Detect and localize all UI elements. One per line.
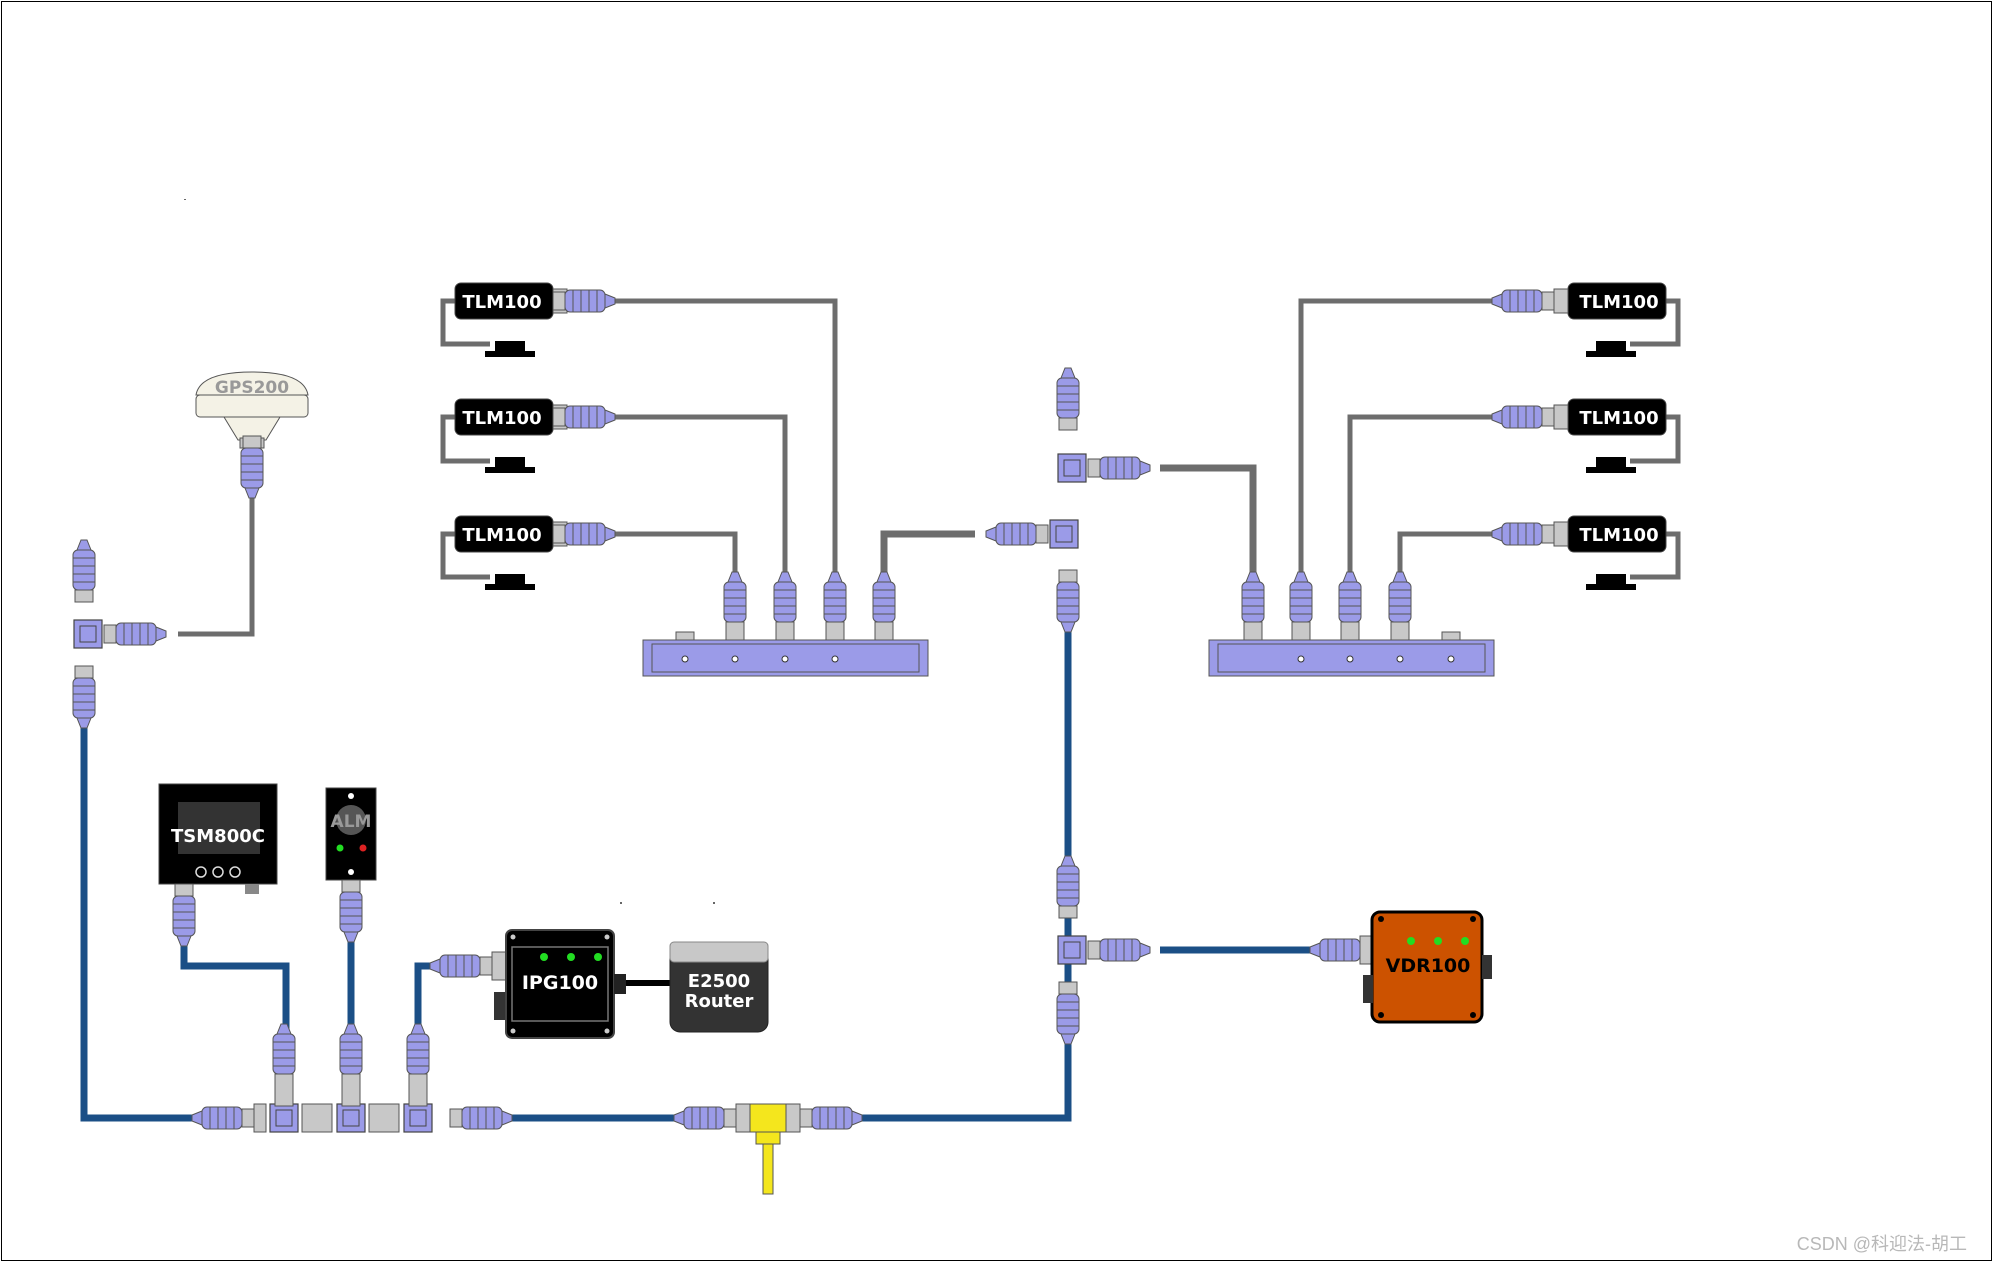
vdr100-led-2 xyxy=(1434,937,1442,945)
tlm100-right-3[interactable]: TLM100 xyxy=(1491,515,1667,591)
vdr100-label: VDR100 xyxy=(1386,955,1471,977)
ipg100-led-2 xyxy=(567,953,575,961)
tlm100-left-1[interactable]: TLM100 xyxy=(454,282,616,358)
ipg100-led-1 xyxy=(540,953,548,961)
stray-marks xyxy=(184,199,715,904)
gps200-antenna[interactable]: GPS200 xyxy=(195,371,309,499)
tsm800c-display[interactable]: TSM800C xyxy=(158,783,278,947)
tlm100-right-3-label: TLM100 xyxy=(1579,525,1658,546)
tlm100-right-2-label: TLM100 xyxy=(1579,408,1658,429)
tlm100-right-1[interactable]: TLM100 xyxy=(1491,282,1667,358)
tlm100-left-3[interactable]: TLM100 xyxy=(454,515,616,591)
gps200-label: GPS200 xyxy=(215,378,289,398)
bottom-tee-row xyxy=(191,1023,513,1133)
tsm800c-button-2[interactable] xyxy=(212,866,224,878)
ipg100-led-3 xyxy=(594,953,602,961)
tsm800c-button-1[interactable] xyxy=(195,866,207,878)
alm-alarm[interactable]: ALM xyxy=(325,787,377,943)
e2500-router[interactable]: E2500 Router xyxy=(669,941,769,1033)
alm-label: ALM xyxy=(331,812,372,832)
left-tee-stack xyxy=(72,539,167,729)
e2500-router-label-line1: E2500 xyxy=(688,971,750,992)
tlm100-right-2[interactable]: TLM100 xyxy=(1491,398,1667,474)
ipg100-label: IPG100 xyxy=(522,972,598,994)
tsm800c-label: TSM800C xyxy=(171,826,265,847)
alm-led-red xyxy=(359,844,367,852)
ipg100-gateway[interactable]: IPG100 xyxy=(429,929,626,1039)
center-tee-stack xyxy=(985,367,1151,633)
terminator xyxy=(673,1103,863,1195)
vdr100-led-3 xyxy=(1461,937,1469,945)
right-manifold xyxy=(1208,571,1495,677)
watermark: CSDN @科迎法-胡工 xyxy=(1796,1234,1967,1254)
lower-tee-stack xyxy=(1056,855,1151,1045)
e2500-router-label-line2: Router xyxy=(685,991,754,1012)
alm-led-green xyxy=(336,844,344,852)
tlm100-left-2-label: TLM100 xyxy=(462,408,541,429)
vdr100-device[interactable]: VDR100 xyxy=(1309,910,1492,1024)
tsm800c-button-3[interactable] xyxy=(229,866,241,878)
tlm100-left-1-label: TLM100 xyxy=(462,292,541,313)
tlm100-right-1-label: TLM100 xyxy=(1579,292,1658,313)
tlm100-left-3-label: TLM100 xyxy=(462,525,541,546)
vdr100-led-1 xyxy=(1407,937,1415,945)
left-manifold xyxy=(642,571,929,677)
tlm100-left-2[interactable]: TLM100 xyxy=(454,398,616,474)
